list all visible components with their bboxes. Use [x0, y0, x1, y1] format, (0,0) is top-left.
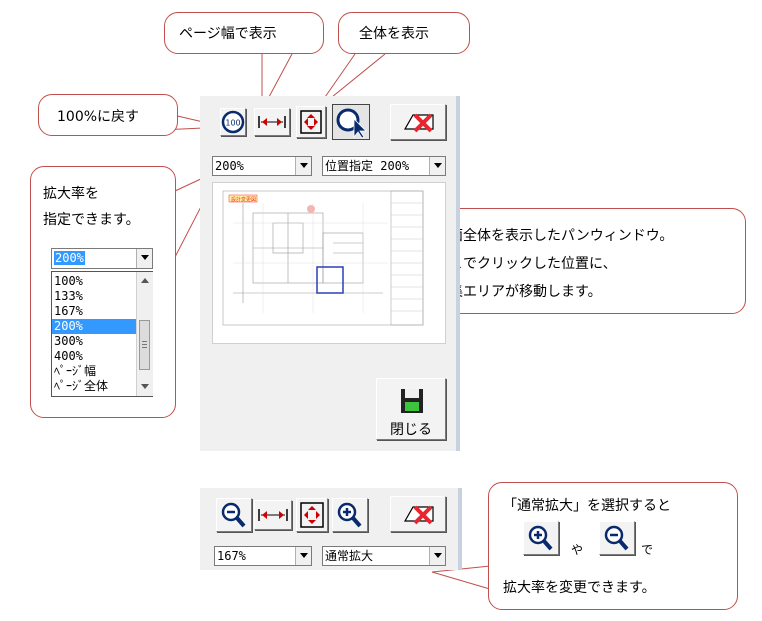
mode-select-value: 位置指定 200%	[325, 159, 410, 173]
svg-text:100: 100	[225, 119, 240, 128]
selected-value: 200%	[54, 251, 85, 265]
zoom-option[interactable]: 133%	[54, 289, 83, 303]
reset-100-button[interactable]: 100	[220, 108, 246, 136]
delete-icon	[403, 505, 434, 525]
callout-text: 拡大率を変更できます。	[503, 580, 656, 596]
callout-pan-window: 図面全体を表示したパンウィンドウ。 ここでクリックした位置に、 編集エリアが移動…	[418, 208, 746, 314]
close-button-label: 閉じる	[390, 422, 432, 438]
delete-icon	[403, 113, 434, 133]
zoom-options-list[interactable]: 100%133%167%200%300%400%ﾍﾟｰｼﾞ幅ﾍﾟｰｼﾞ全体	[51, 271, 153, 397]
zoom-select[interactable]: 200%	[212, 156, 312, 176]
zoom-in-button[interactable]	[332, 498, 368, 532]
clear-button[interactable]	[390, 496, 446, 532]
svg-text:設計変更図: 設計変更図	[231, 196, 256, 203]
zoom-panel-top: 100 200% 位置指定	[200, 96, 460, 451]
fit-all-icon	[300, 110, 322, 134]
page-width-icon	[258, 509, 288, 521]
view-area-rect	[316, 266, 344, 294]
mode-select[interactable]: 通常拡大	[322, 546, 446, 566]
scroll-down-icon[interactable]	[141, 384, 149, 389]
drawing-thumbnail: 設計変更図	[222, 190, 424, 326]
callout-text: や	[571, 543, 584, 557]
callout-page-width: ページ幅で表示	[164, 12, 324, 54]
zoom-in-icon	[523, 521, 559, 555]
callout-text: 図面全体を表示したパンウィンドウ。	[435, 228, 674, 244]
callout-text: 「通常拡大」を選択すると	[503, 498, 671, 514]
fit-all-icon	[300, 502, 324, 528]
chevron-down-icon[interactable]	[429, 547, 445, 565]
page-width-button[interactable]	[254, 108, 290, 136]
close-button[interactable]: 閉じる	[376, 378, 446, 440]
callout-text: ここでクリックした位置に、	[435, 256, 617, 272]
zoom-select-value: 167%	[217, 549, 246, 563]
mode-select-value: 通常拡大	[325, 549, 374, 563]
zoom-100-icon: 100	[221, 110, 245, 134]
scrollbar[interactable]	[136, 272, 153, 396]
callout-fit-all: 全体を表示	[338, 12, 470, 54]
scroll-thumb[interactable]	[139, 320, 150, 370]
page-width-button[interactable]	[254, 500, 292, 530]
zoom-option[interactable]: 200%	[52, 319, 136, 334]
callout-text: 編集エリアが移動します。	[435, 284, 602, 300]
fit-all-button[interactable]	[296, 106, 326, 138]
floppy-disk-icon	[401, 389, 423, 413]
zoom-option[interactable]: ﾍﾟｰｼﾞ全体	[54, 379, 109, 393]
scroll-up-icon[interactable]	[141, 278, 149, 283]
chevron-down-icon[interactable]	[295, 157, 311, 175]
clear-button[interactable]	[390, 104, 446, 140]
zoom-option[interactable]: ﾍﾟｰｼﾞ幅	[54, 364, 97, 378]
chevron-down-icon[interactable]	[136, 249, 152, 268]
callout-reset-100: 100%に戻す	[38, 94, 178, 136]
page-width-icon	[258, 116, 286, 128]
zoom-option[interactable]: 300%	[54, 334, 83, 348]
zoom-in-icon	[337, 502, 362, 528]
chevron-down-icon[interactable]	[429, 157, 445, 175]
zoom-select-value: 200%	[215, 159, 244, 173]
pan-window[interactable]: 設計変更図	[212, 182, 446, 344]
callout-text: 拡大率を	[43, 186, 99, 202]
fit-all-button[interactable]	[296, 498, 328, 532]
mode-select[interactable]: 位置指定 200%	[322, 156, 446, 176]
zoom-option[interactable]: 167%	[54, 304, 83, 318]
callout-text: で	[641, 543, 654, 557]
callout-text: 指定できます。	[43, 212, 140, 228]
magnifier-pointer-icon	[336, 108, 367, 139]
zoom-select[interactable]: 167%	[214, 546, 312, 566]
zoom-out-icon	[599, 521, 635, 555]
callout-text: ページ幅で表示	[179, 26, 277, 42]
chevron-down-icon[interactable]	[295, 547, 311, 565]
zoom-out-icon	[221, 502, 246, 528]
callout-normal-zoom: 「通常拡大」を選択すると や で 拡大率を変更できます。	[488, 482, 738, 610]
zoom-panel-bottom: 167% 通常拡大	[200, 488, 462, 570]
zoom-option[interactable]: 100%	[54, 274, 83, 288]
position-zoom-button[interactable]	[332, 104, 370, 140]
callout-text: 全体を表示	[359, 26, 429, 42]
callout-text: 100%に戻す	[57, 109, 140, 125]
zoom-out-button[interactable]	[216, 498, 252, 532]
zoom-option[interactable]: 400%	[54, 349, 83, 363]
zoom-select-example[interactable]: 200%	[51, 248, 153, 269]
